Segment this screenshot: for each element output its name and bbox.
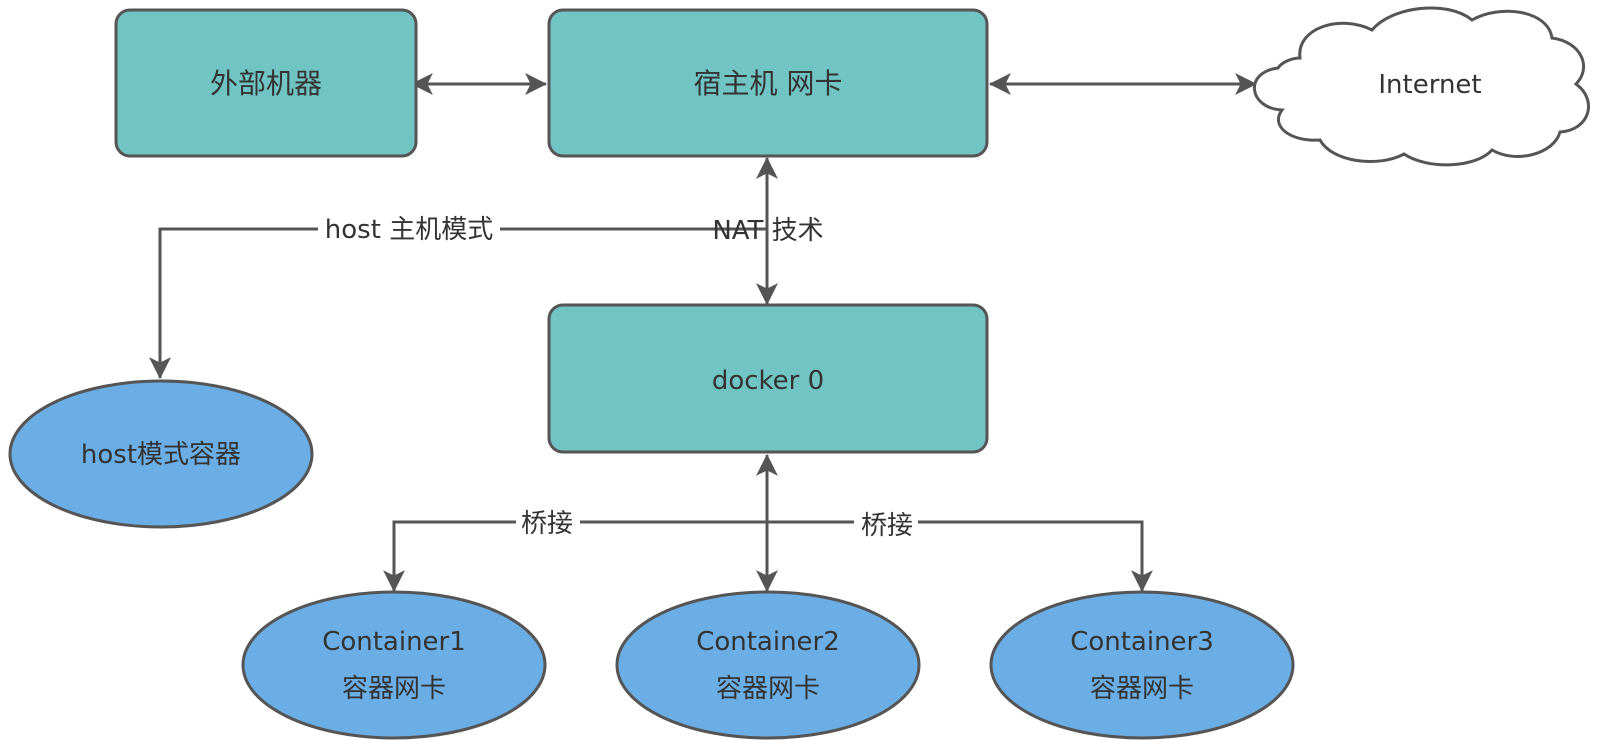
host-mode-container-label: host模式容器 <box>81 440 241 470</box>
container2-nic: 容器网卡 <box>716 674 820 704</box>
edge-labels: host 主机模式 NAT 技术 桥接 桥接 <box>318 212 918 542</box>
node-internet-cloud[interactable]: Internet <box>1252 6 1591 167</box>
node-external-machine[interactable]: 外部机器 <box>114 8 418 158</box>
node-docker0[interactable]: docker 0 <box>547 303 989 454</box>
node-host-nic[interactable]: 宿主机 网卡 <box>547 8 989 158</box>
node-container2[interactable]: Container2 容器网卡 <box>615 590 921 740</box>
label-bg <box>854 508 918 542</box>
container1-name: Container1 <box>322 627 466 657</box>
label-bg <box>516 506 580 540</box>
node-host-mode-container[interactable]: host模式容器 <box>8 379 314 529</box>
container3-name: Container3 <box>1070 627 1214 657</box>
node-container3[interactable]: Container3 容器网卡 <box>989 590 1295 740</box>
host-nic-label: 宿主机 网卡 <box>694 67 843 100</box>
container1-nic: 容器网卡 <box>342 674 446 704</box>
container2-name: Container2 <box>696 627 840 657</box>
internet-label: Internet <box>1378 70 1481 100</box>
external-machine-label: 外部机器 <box>210 67 322 100</box>
label-bridge-left: 桥接 <box>521 509 573 539</box>
cloud-icon <box>1252 6 1591 167</box>
edge-bridge-right <box>767 520 1153 593</box>
edge-bridge-left <box>383 520 767 593</box>
node-container1[interactable]: Container1 容器网卡 <box>241 590 547 740</box>
label-bg <box>318 212 500 246</box>
docker0-label: docker 0 <box>712 366 824 396</box>
container3-nic: 容器网卡 <box>1090 674 1194 704</box>
label-bridge-right: 桥接 <box>861 511 913 541</box>
label-nat: NAT 技术 <box>712 216 823 246</box>
label-host-mode: host 主机模式 <box>325 215 493 245</box>
